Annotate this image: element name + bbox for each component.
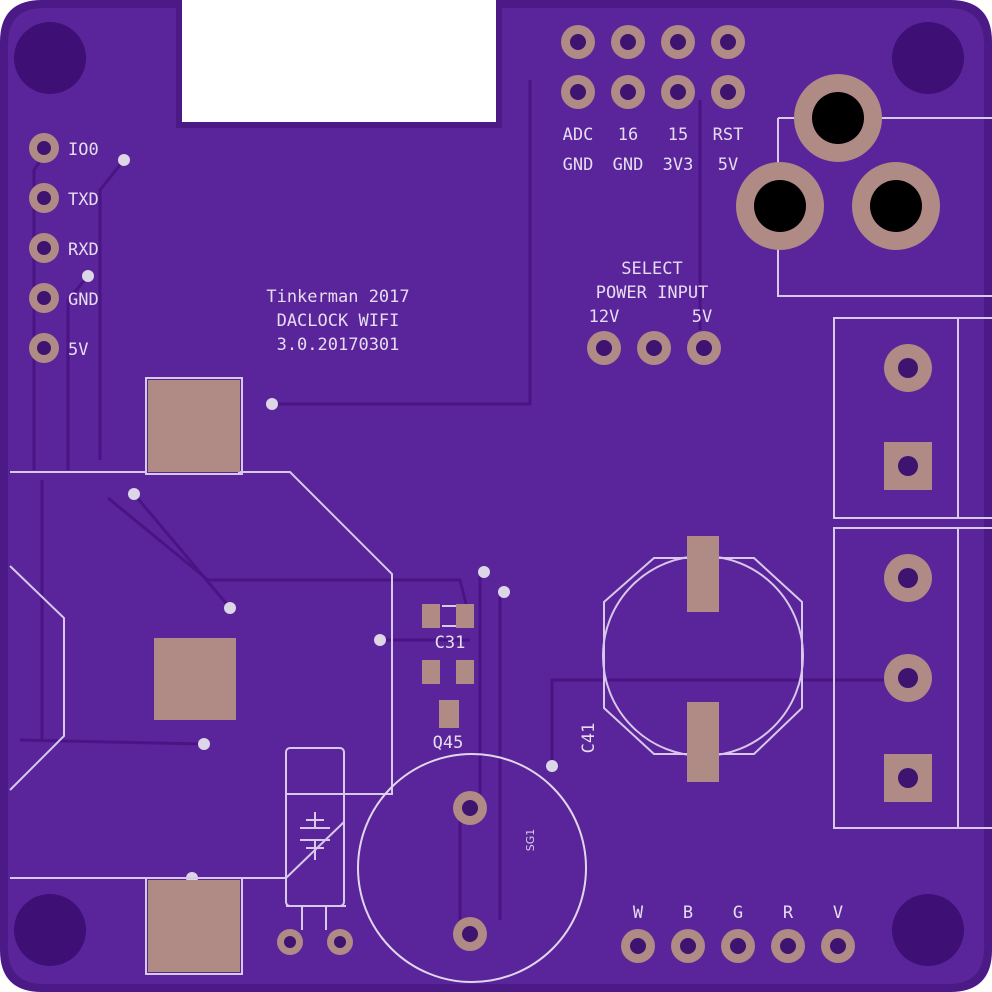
mounting-holes <box>14 22 964 966</box>
label-sg1: SG1 <box>524 829 537 852</box>
label-q45: Q45 <box>433 733 464 753</box>
label-gnd-a: GND <box>563 155 594 175</box>
label-txd: TXD <box>68 190 99 210</box>
label-c41: C41 <box>579 723 599 754</box>
traces <box>19 80 930 930</box>
label-15: 15 <box>668 125 688 145</box>
battery-pads <box>148 380 240 972</box>
power-select-line-1: SELECT <box>621 259 682 279</box>
power-select-12v: 12V <box>589 307 620 327</box>
label-gnd-b: GND <box>613 155 644 175</box>
label-5v: 5V <box>68 340 88 360</box>
th-drills <box>37 34 846 954</box>
copper-pour <box>8 8 984 984</box>
battery-holder-outline <box>9 377 393 975</box>
label-5v-prog: 5V <box>718 155 738 175</box>
label-rst: RST <box>713 125 744 145</box>
title-version: 3.0.20170301 <box>277 335 400 355</box>
label-v: V <box>833 903 843 923</box>
c31-outline <box>442 605 456 627</box>
power-select-5v: 5V <box>692 307 712 327</box>
power-select-line-2: POWER INPUT <box>596 283 709 303</box>
label-g: G <box>733 903 743 923</box>
buzzer-outline <box>357 753 587 983</box>
board-title: Tinkerman 2017 DACLOCK WIFI 3.0.20170301 <box>266 287 409 355</box>
label-io0: IO0 <box>68 140 99 160</box>
crystal-outline <box>285 747 346 930</box>
dc-jack <box>736 74 992 297</box>
label-adc: ADC <box>563 125 594 145</box>
vias <box>82 154 558 884</box>
title-line-2: DACLOCK WIFI <box>277 311 400 331</box>
label-b: B <box>683 903 693 923</box>
label-rxd: RXD <box>68 240 99 260</box>
power-select-labels: SELECT POWER INPUT 12V 5V <box>589 259 713 327</box>
title-line-1: Tinkerman 2017 <box>266 287 409 307</box>
screw-terminals <box>833 317 992 829</box>
label-3v3: 3V3 <box>663 155 694 175</box>
prog-header-labels: ADC 16 15 RST GND GND 3V3 5V <box>563 125 744 175</box>
label-16: 16 <box>618 125 638 145</box>
label-w: W <box>633 903 644 923</box>
smd-pads <box>422 604 474 728</box>
electrolytic-cap <box>602 536 804 782</box>
label-gnd: GND <box>68 290 99 310</box>
serial-header-labels: IO0 TXD RXD GND 5V <box>68 140 99 360</box>
label-r: R <box>783 903 794 923</box>
led-header-labels: W B G R V <box>633 903 843 923</box>
label-c31: C31 <box>435 633 466 653</box>
